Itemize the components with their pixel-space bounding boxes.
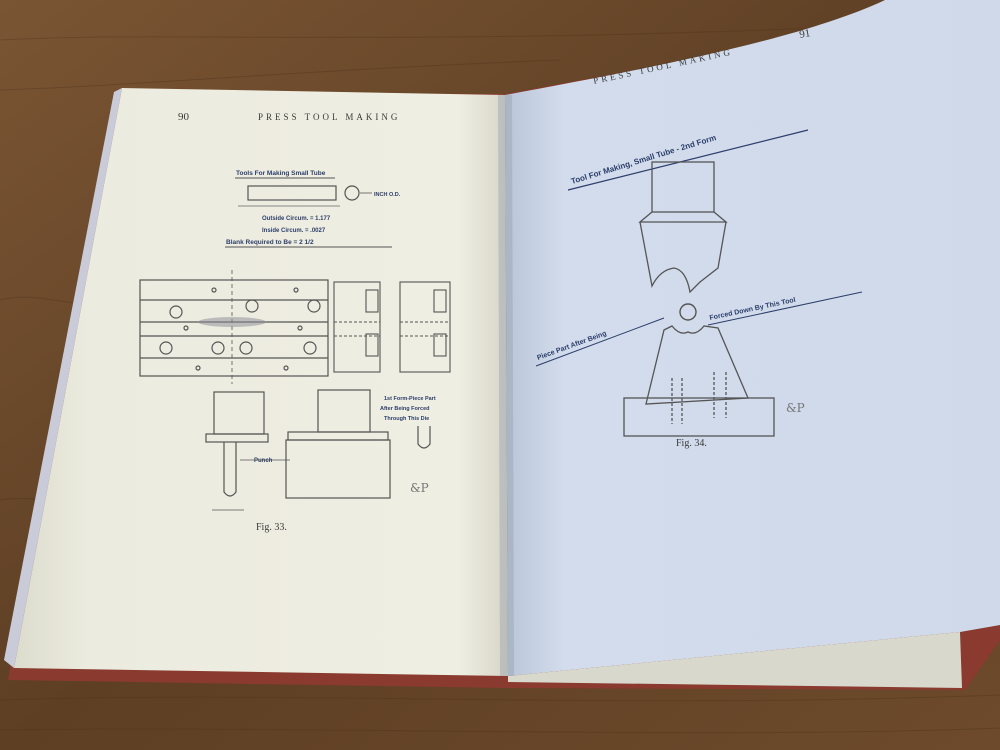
left-page xyxy=(14,88,508,676)
punch-label: Punch xyxy=(254,458,273,464)
left-page-content: 90 PRESS TOOL MAKING Tools For Making Sm… xyxy=(139,111,451,533)
punch-drawing xyxy=(205,391,269,511)
spec-line-1: Outside Circum. = 1.177 xyxy=(262,216,331,222)
u-form-part xyxy=(417,426,431,449)
inch-od-label: INCH O.D. xyxy=(374,192,401,198)
tube-blank xyxy=(247,185,337,201)
second-form-die xyxy=(623,325,775,437)
right-page-number: 91 xyxy=(798,27,811,41)
first-form-note-3: Through This Die xyxy=(384,416,429,422)
second-form-punch xyxy=(638,161,728,294)
die-stain xyxy=(198,317,266,327)
spec-line-2: Inside Circum. = .0027 xyxy=(262,228,326,234)
right-page-under xyxy=(508,632,962,688)
left-running-head: PRESS TOOL MAKING xyxy=(258,112,400,122)
right-note-underline xyxy=(707,291,863,326)
right-signature: &P xyxy=(786,401,805,415)
tube-piece xyxy=(679,303,697,321)
spec-line-3: Blank Required to Be = 2 1/2 xyxy=(226,239,314,246)
first-form-note-1: 1st Form-Piece Part xyxy=(384,396,436,402)
left-page-number: 90 xyxy=(178,111,190,123)
left-caption: Fig. 33. xyxy=(256,522,287,533)
tube-section xyxy=(344,185,360,201)
left-note-underline xyxy=(535,317,665,367)
wood-grain xyxy=(0,19,1000,734)
die-block-drawing xyxy=(285,389,391,499)
right-page xyxy=(505,0,1000,676)
left-page-edge xyxy=(4,88,122,668)
die-side-views xyxy=(333,281,451,373)
right-caption: Fig. 34. xyxy=(676,438,707,449)
first-form-note-2: After Being Forced xyxy=(380,406,430,412)
right-title-underline xyxy=(567,129,809,191)
gutter-shadow xyxy=(498,95,514,676)
left-figure-title: Tools For Making Small Tube xyxy=(236,170,326,177)
left-signature: &P xyxy=(410,481,429,495)
